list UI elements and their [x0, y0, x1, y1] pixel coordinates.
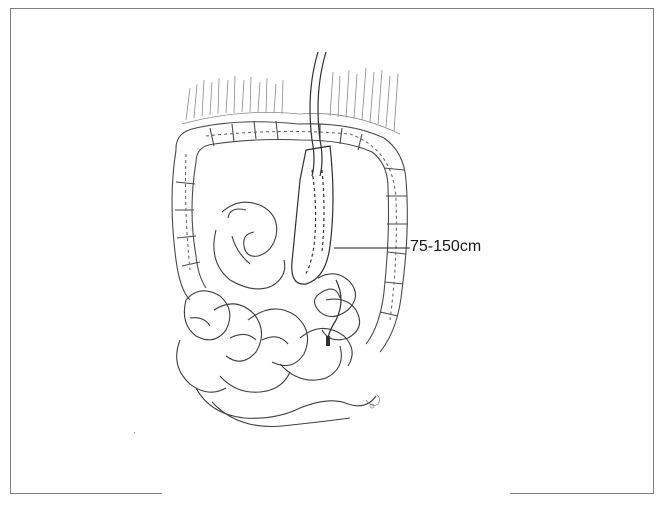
detail-marks — [134, 394, 380, 433]
duodenal-loop — [314, 274, 359, 340]
enteroscope — [292, 52, 341, 346]
large-intestine — [172, 121, 408, 352]
small-intestine — [177, 202, 376, 426]
measurement-label: 75-150cm — [410, 238, 481, 256]
